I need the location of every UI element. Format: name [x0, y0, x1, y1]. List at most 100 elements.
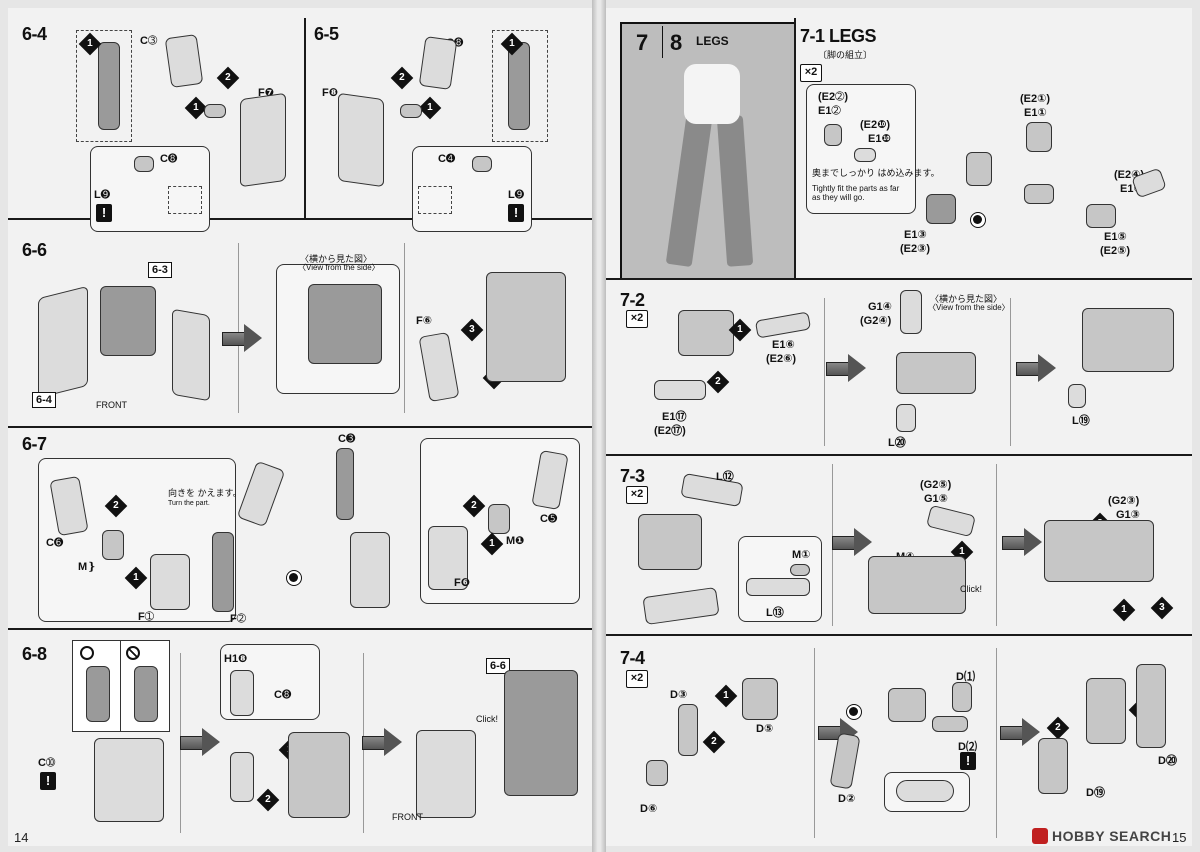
row-divider — [606, 634, 1192, 636]
step-7-2-l-part — [896, 404, 916, 432]
part-label: L➒ — [94, 189, 110, 201]
step-7-4-d-part — [952, 682, 972, 712]
part-label: D② — [838, 793, 856, 805]
step-7-3-l-part — [680, 472, 744, 508]
part-label: (E2⑰) — [654, 425, 686, 437]
step-6-5-armor-part — [418, 36, 458, 90]
step-number-badge: 1 — [1112, 598, 1136, 622]
page-number: 14 — [14, 830, 29, 845]
step-7-1-title: 7-1 LEGS — [800, 26, 877, 47]
step-7-3-toe-cover — [926, 504, 976, 538]
part-label: D⑥ — [640, 803, 658, 815]
part-label: D⑲ — [1086, 787, 1105, 799]
row-divider — [606, 278, 1192, 280]
step-6-7-m-part-b — [488, 504, 510, 534]
step-number-badge: 1 — [418, 96, 442, 120]
step-7-3-leg — [638, 514, 702, 570]
tip-text-jp: 奥までしっかり はめ込みます。 — [812, 168, 940, 178]
part-label: F➁ — [230, 613, 246, 625]
warning-icon: ! — [508, 204, 524, 222]
step-6-7-f-part-c — [428, 526, 468, 590]
part-label: (G2⑤) — [920, 479, 952, 491]
step-6-5-title: 6-5 — [314, 24, 339, 44]
page-number: 15 — [1172, 830, 1187, 845]
step-6-5-closeup — [418, 186, 452, 214]
part-label: E1③ — [904, 229, 927, 241]
part-label: C➉ — [38, 757, 56, 769]
section-number-a: 7 — [636, 30, 648, 55]
step-number-badge: 3 — [460, 318, 484, 342]
step-6-5-inset — [492, 30, 548, 142]
section-number-b: 8 — [670, 30, 682, 55]
part-label: F❽ — [322, 87, 339, 99]
step-6-6-side-assembly — [308, 284, 382, 364]
side-view-label-jp: 〈横から見た図〉 — [930, 294, 1003, 304]
step-6-5-small-part — [472, 156, 492, 172]
part-label: (E2➁) — [818, 91, 848, 103]
step-7-2-complete — [1082, 308, 1174, 372]
part-label: E1➁ — [818, 105, 841, 117]
next-arrow-icon — [832, 528, 872, 556]
next-arrow-icon — [1000, 718, 1040, 746]
step-7-2-title: 7-2 — [620, 290, 645, 310]
step-7-1-peg — [824, 124, 842, 146]
warning-icon: ! — [960, 752, 976, 770]
left-page: 6-4 1 C➂ 2 1 F❼ C➑ L➒ ! 6-5 C➑ 1 F❽ 2 1 … — [8, 8, 592, 846]
column-divider — [814, 648, 815, 838]
part-label: L⑲ — [1072, 415, 1090, 427]
row-divider — [606, 454, 1192, 456]
part-label: (G2③) — [1108, 495, 1140, 507]
step-6-8-assembly — [288, 732, 350, 818]
row-divider — [8, 218, 592, 220]
step-7-2-fin — [654, 380, 706, 400]
step-6-4-joint-part — [204, 104, 226, 118]
part-label: M❵ — [78, 561, 97, 573]
part-label: E1❿ — [868, 133, 891, 145]
part-label: (E2❿) — [860, 119, 891, 131]
step-7-4-assembled-c — [1038, 738, 1068, 794]
step-7-1-knee — [1026, 122, 1052, 152]
next-arrow-icon — [1016, 354, 1056, 382]
step-number-badge: 3 — [1150, 596, 1174, 620]
step-7-3-foot — [642, 586, 720, 626]
part-label: L➒ — [508, 189, 524, 201]
step-6-7-frame-part — [336, 448, 354, 520]
waist-image — [684, 64, 740, 124]
part-label: E1⑥ — [772, 339, 795, 351]
step-7-2-knee-assembly — [678, 310, 734, 356]
step-6-6-assembled-body — [486, 272, 566, 382]
step-number-badge: 2 — [256, 788, 280, 812]
column-divider — [794, 18, 796, 278]
part-label: M❶ — [506, 535, 525, 547]
step-7-2-l-part-b — [1068, 384, 1086, 408]
step-7-1-joint — [966, 152, 992, 186]
part-label: F❻ — [454, 577, 471, 589]
column-divider — [996, 648, 997, 838]
leg-right-image — [716, 115, 754, 267]
step-reference: 6-4 — [32, 392, 56, 408]
part-label: C➂ — [140, 35, 158, 47]
part-label: F➀ — [138, 611, 154, 623]
step-7-1-title-jp: 〔脚の組立〕 — [818, 50, 873, 60]
part-label: (G2④) — [860, 315, 892, 327]
step-6-8-shield-b — [416, 730, 476, 818]
column-divider — [824, 298, 825, 446]
step-7-4-strut — [678, 704, 698, 756]
part-label: H1❽ — [224, 653, 248, 665]
step-6-6-f-part — [418, 331, 460, 403]
step-7-3-m-part — [790, 564, 810, 576]
column-divider — [238, 243, 239, 413]
part-label: (E2⑥) — [766, 353, 797, 365]
step-6-7-armor-b — [236, 460, 286, 528]
step-6-8-final-assembly — [504, 670, 578, 796]
side-view-label-en: 〈View from the side〉 — [298, 263, 380, 272]
part-label: E1⑰ — [662, 411, 687, 423]
part-label: E1⑤ — [1104, 231, 1127, 243]
step-7-1-bracket — [1086, 204, 1116, 228]
step-7-4-bracket — [896, 780, 954, 802]
incorrect-icon — [126, 646, 140, 660]
hidden-side-icon — [970, 212, 986, 228]
part-label: C➑ — [160, 153, 178, 165]
step-6-6-title: 6-6 — [22, 240, 47, 260]
turn-note-en: Turn the part. — [168, 500, 210, 507]
